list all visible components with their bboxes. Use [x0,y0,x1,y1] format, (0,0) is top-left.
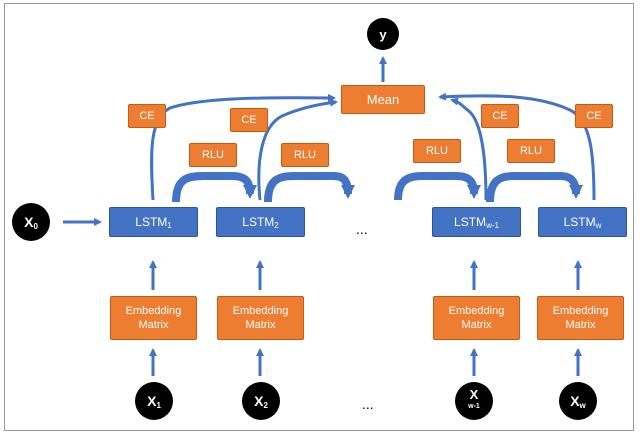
recurrent-arrow-4 [486,172,583,203]
ce-box-2: CE [230,108,268,132]
output-arrow-lstm2 [257,98,338,201]
embedding-matrix-1: Embedding Matrix [110,296,197,340]
recurrent-arrow-1 [172,172,257,203]
ce-label: CE [586,110,602,122]
lstm-label: LSTMw-1 [454,214,499,230]
rlu-label: RLU [519,145,542,157]
embedding-label-line2: Matrix [245,319,276,331]
embedding-matrix-w: Embedding Matrix [537,296,624,340]
output-arrow-lstm1 [150,93,336,201]
lstm-label: LSTM2 [242,214,279,230]
rlu-box-4: RLU [507,139,555,163]
diagram-frame [4,3,634,431]
rlu-label: RLU [201,149,224,161]
input-node-label: X1 [147,392,161,410]
input-node-subscript: w-1 [468,403,480,410]
lstm-cell-2: LSTM2 [216,207,305,237]
embedding-label-line2: Matrix [138,319,169,331]
lstm-cell-1: LSTM1 [109,207,198,237]
ellipsis-lstm-row: ... [356,221,368,237]
mean-label: Mean [366,92,400,107]
rlu-box-1: RLU [189,143,237,167]
embedding-matrix-2: Embedding Matrix [217,296,304,340]
input-node-xw: Xw [559,382,597,420]
output-node-label: y [379,26,387,42]
output-arrow-lstmw1 [450,97,488,201]
embedding-label-line1: Embedding [552,305,609,317]
rlu-label: RLU [425,145,448,157]
recurrent-arrow-3 [394,172,481,201]
input-node-x-w-minus-1: X w-1 [455,382,493,420]
ce-box-4: CE [575,104,613,128]
ce-label: CE [492,110,508,122]
embedding-label-line1: Embedding [125,305,182,317]
embedding-label-line1: Embedding [448,305,505,317]
rlu-label: RLU [293,149,316,161]
ce-label: CE [139,110,155,122]
lstm-cell-w-minus-1: LSTMw-1 [432,207,521,237]
lstm-cell-w: LSTMw [538,207,627,237]
input-node-label: X [469,387,479,402]
rlu-box-2: RLU [281,143,329,167]
initial-node-label: X0 [24,213,38,231]
recurrent-arrow-2 [264,172,355,203]
ce-label: CE [241,114,257,126]
input-node-label: X2 [254,392,268,410]
input-node-x1: X1 [135,382,173,420]
embedding-label-line2: Matrix [565,319,596,331]
embedding-label-line1: Embedding [232,305,289,317]
output-arrow-lstmw [438,92,596,201]
ce-box-3: CE [481,104,519,128]
input-node-label: Xw [570,392,586,410]
ce-box-1: CE [128,104,166,128]
input-node-x2: X2 [242,382,280,420]
initial-state-node: X0 [12,203,50,241]
embedding-label-line2: Matrix [461,319,492,331]
lstm-label: LSTM1 [135,214,172,230]
mean-box: Mean [341,85,425,114]
lstm-label: LSTMw [563,214,602,230]
embedding-matrix-w-minus-1: Embedding Matrix [433,296,520,340]
rlu-box-3: RLU [413,139,461,163]
output-node-y: y [367,18,399,50]
ellipsis-input-row: ... [362,396,374,412]
